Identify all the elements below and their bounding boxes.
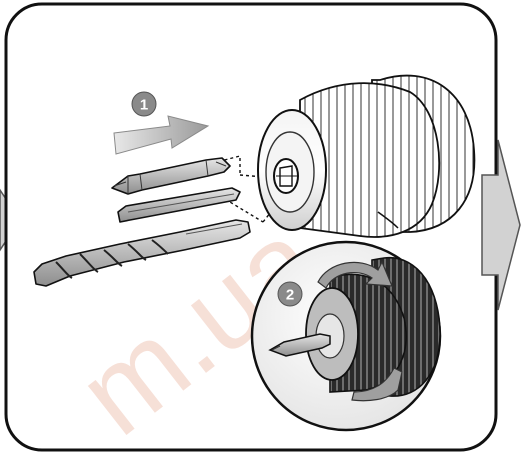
double-screwdriver-bit <box>111 157 231 195</box>
insert-direction-arrow-icon <box>113 115 210 155</box>
twist-drill-bit <box>33 219 251 287</box>
next-panel-arrow-icon <box>481 139 521 311</box>
step-2-badge: 2 <box>277 281 303 307</box>
keyless-drill-chuck <box>257 74 476 238</box>
rotate-arrow-top-icon <box>317 260 393 289</box>
detail-connector-line <box>377 211 399 229</box>
step-1-number: 1 <box>140 97 148 114</box>
flat-screwdriver-bit <box>117 187 241 223</box>
rotate-arrow-bottom-icon <box>351 367 403 402</box>
step-1-badge: 1 <box>131 91 157 117</box>
step-2-number: 2 <box>286 287 294 304</box>
